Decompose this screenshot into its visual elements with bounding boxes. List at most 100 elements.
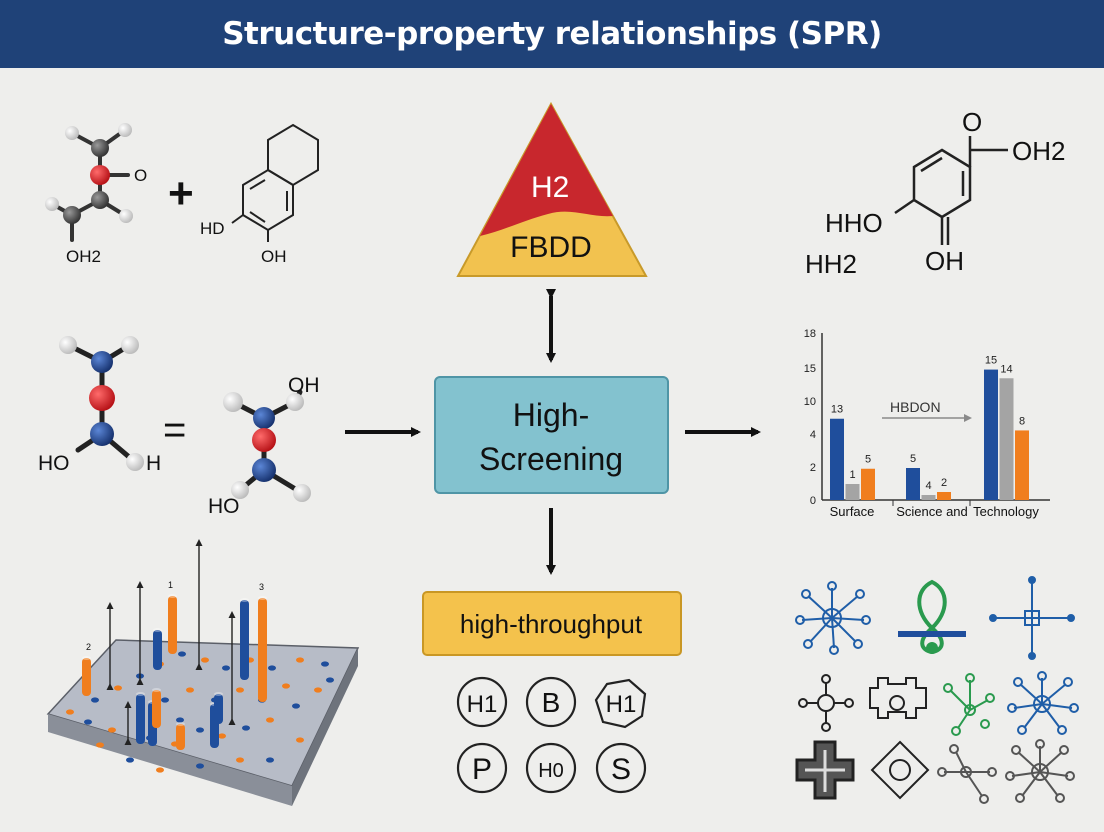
ball-stick-molecule-mid-second: OH HO [208, 374, 320, 518]
symbol-label-b: B [542, 687, 561, 718]
surface-dot [201, 657, 209, 663]
bar [921, 495, 936, 500]
hub-network-icon-gray [1005, 739, 1075, 803]
ho-label-left: HO [38, 452, 70, 475]
symbol-circle-h0 [525, 742, 577, 794]
hd-label: HD [200, 219, 225, 238]
oh-label-mid: OH [288, 374, 320, 397]
hub-network-icon-blue-2 [1007, 671, 1079, 735]
high-screening-box: High- Screening [434, 376, 669, 494]
symbol-grid [456, 676, 647, 794]
surface-dot [156, 767, 164, 773]
symbol-label-h1-b: H1 [606, 691, 637, 718]
fbdd-pyramid: H2 FBDD [456, 101, 648, 277]
pillar-highlight [136, 692, 145, 696]
ball-stick-molecule-top-left: O OH2 [45, 123, 147, 266]
surface-pillar-plot: 2 1 3 [46, 539, 360, 806]
bar-value-label: 2 [941, 477, 947, 489]
surface-dot [222, 665, 230, 671]
plus-shape-icon [795, 740, 855, 800]
symbol-octagon-h1 [594, 678, 647, 729]
surface-dot [218, 733, 226, 739]
cross-node-icon-blue [989, 576, 1075, 660]
surface-pillar [168, 596, 177, 654]
y-tick-label: 15 [804, 363, 816, 375]
pillar-highlight [240, 598, 249, 602]
symbol-circle-s [595, 742, 647, 794]
bar-value-label: 8 [1019, 415, 1025, 427]
y-tick-label: 0 [810, 495, 816, 507]
quinone-molecule [894, 136, 1008, 245]
symbol-label-h0: H0 [538, 760, 564, 782]
surface-pillar [152, 690, 161, 728]
header-banner: Structure-property relationships (SPR) [0, 0, 1104, 68]
symbol-label-h1: H1 [467, 691, 498, 718]
surface-label-3: 3 [259, 582, 264, 592]
diamond-ring-icon [870, 740, 930, 800]
surface-dot [161, 697, 169, 703]
ball-stick-molecule-mid-left: HO H [38, 336, 161, 475]
surface-pillar [214, 694, 223, 724]
surface-dot [266, 717, 274, 723]
green-loop-stand-icon [898, 579, 966, 655]
hh2-label: HH2 [805, 249, 857, 279]
category-label: Science and [896, 504, 968, 519]
surface-label-1: 1 [168, 580, 173, 590]
symbol-label-s: S [611, 753, 631, 786]
bar-value-label: 14 [1000, 363, 1012, 375]
surface-dot [196, 727, 204, 733]
bar-value-label: 4 [925, 480, 931, 492]
bar [1015, 430, 1029, 500]
surface-dot [108, 727, 116, 733]
branch-network-icon-gray [937, 744, 997, 804]
surface-pillar [82, 658, 91, 696]
oh-right-label: OH [925, 246, 964, 276]
surface-dot [186, 687, 194, 693]
benzene-ring [242, 168, 294, 232]
surface-dot [84, 719, 92, 725]
network-icon-grid [795, 576, 1079, 804]
molecule-node-icon-black [798, 674, 854, 732]
carbonyl-o-label: O [962, 107, 982, 137]
surface-pillar [240, 600, 249, 680]
surface-dot [282, 683, 290, 689]
oh-label: OH [261, 247, 287, 266]
equals-sign: = [163, 408, 186, 452]
pillar-highlight [153, 628, 162, 632]
gear-shape-icon [869, 677, 927, 719]
page-title: Structure-property relationships (SPR) [222, 16, 882, 52]
screening-line2: Screening [479, 441, 623, 477]
symbol-label-p: P [472, 753, 492, 786]
surface-label-2: 2 [86, 642, 91, 652]
category-label: Technology [973, 504, 1039, 519]
surface-pillar [176, 724, 185, 750]
bar-value-label: 5 [865, 454, 871, 466]
surface-dot [176, 717, 184, 723]
y-tick-label: 4 [810, 429, 816, 441]
surface-dot [178, 651, 186, 657]
hbdon-annotation: HBDON [890, 399, 941, 415]
bar-value-label: 13 [831, 404, 843, 416]
ho-label-mid: HO [208, 495, 240, 518]
symbol-circle-b [525, 676, 577, 728]
surface-pillar [136, 694, 145, 744]
pillar-highlight [82, 656, 91, 660]
category-label: Surface [830, 504, 875, 519]
screening-line1: High- [513, 397, 589, 433]
surface-pillar [153, 630, 162, 670]
bar [984, 369, 998, 500]
pillar-highlight [168, 594, 177, 598]
hho-label: HHO [825, 208, 883, 238]
surface-dot [268, 665, 276, 671]
surface-dot [266, 757, 274, 763]
network-hub-icon-blue [795, 581, 871, 655]
oh2-right-label: OH2 [1012, 136, 1065, 166]
fbdd-label: FBDD [510, 231, 592, 264]
bar [937, 492, 951, 500]
y-tick-label: 10 [804, 396, 816, 408]
surface-dot [326, 677, 334, 683]
bar [906, 468, 920, 500]
high-throughput-box: high-throughput [422, 591, 682, 656]
symbol-circle-p [456, 742, 508, 794]
